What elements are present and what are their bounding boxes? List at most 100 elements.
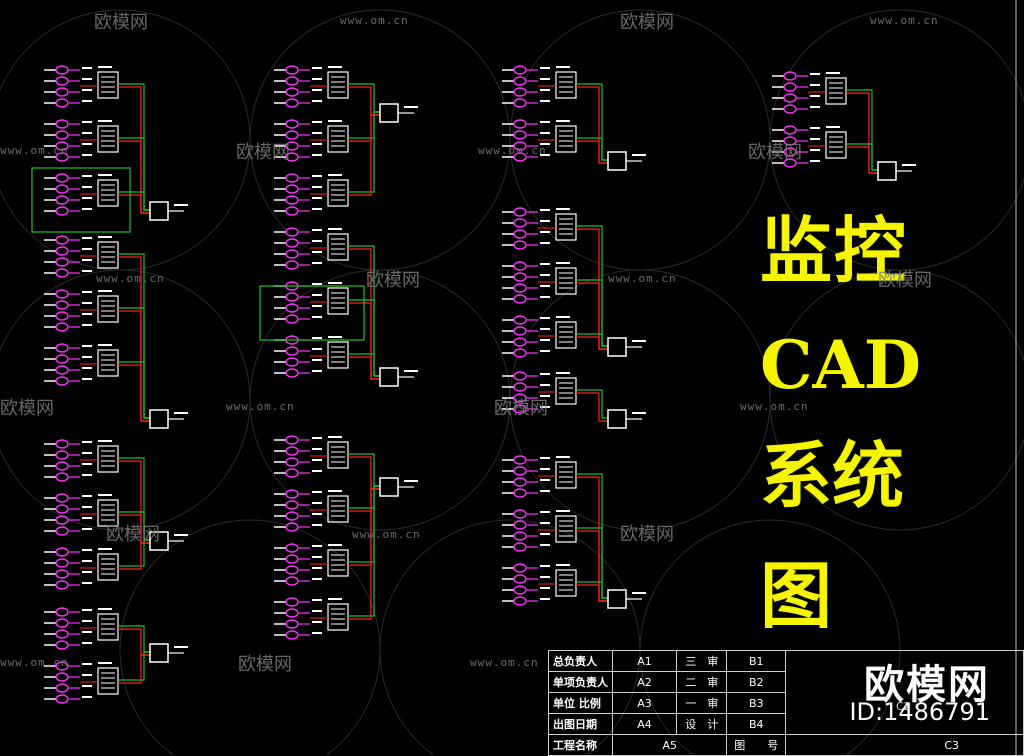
distribution-box: [555, 456, 577, 489]
camera-device: [274, 65, 322, 75]
camera-icon: [285, 152, 299, 162]
watermark-url: www.om.cn: [740, 400, 809, 413]
camera-label: [312, 197, 322, 199]
box-label: [328, 228, 342, 230]
camera-label: [540, 522, 550, 524]
camera-label: [312, 491, 322, 493]
camera-icon: [55, 195, 69, 205]
camera-device: [274, 468, 322, 478]
uplink-label: [404, 106, 418, 108]
distribution-box: [825, 126, 847, 159]
camera-icon: [513, 207, 527, 217]
camera-device: [772, 71, 820, 81]
watermark-brand: 欧模网: [238, 654, 292, 675]
monitoring-system-diagram: [44, 65, 916, 704]
camera-label: [540, 274, 550, 276]
camera-icon: [285, 435, 299, 445]
box-outline: [327, 341, 349, 369]
camera-label: [82, 620, 92, 622]
camera-label: [312, 599, 322, 601]
box-label: [556, 262, 570, 264]
camera-label: [540, 317, 550, 319]
camera-label: [540, 384, 550, 386]
box-outline: [97, 71, 119, 99]
camera-label: [312, 524, 322, 526]
watermark-url: www.om.cn: [0, 144, 69, 157]
camera-icon: [783, 125, 797, 135]
distribution-box: [327, 544, 349, 577]
camera-icon: [513, 466, 527, 476]
camera-label: [540, 78, 550, 80]
title-block-code2: B1: [726, 650, 787, 672]
camera-icon: [285, 206, 299, 216]
title-block-role: 一 审: [676, 692, 728, 714]
distribution-box: [555, 208, 577, 241]
camera-device: [44, 640, 92, 650]
box-outline: [97, 553, 119, 581]
camera-label: [540, 328, 550, 330]
watermark-url: www.om.cn: [470, 656, 539, 669]
camera-icon: [55, 547, 69, 557]
box-label: [98, 494, 112, 496]
drawing-extra-code: C2: [896, 700, 911, 713]
watermark-url: www.om.cn: [340, 14, 409, 27]
box-outline: [825, 77, 847, 105]
watermark-brand: 欧模网: [0, 398, 54, 419]
camera-device: [502, 141, 550, 151]
camera-device: [274, 368, 322, 378]
box-label: [328, 598, 342, 600]
distribution-box: [97, 66, 119, 99]
camera-label: [540, 533, 550, 535]
camera-label: [540, 296, 550, 298]
box-label: [328, 544, 342, 546]
box-label: [556, 456, 570, 458]
camera-device: [274, 303, 322, 313]
camera-icon: [55, 580, 69, 590]
camera-device: [274, 173, 322, 183]
camera-label: [82, 259, 92, 261]
camera-icon: [55, 569, 69, 579]
camera-icon: [285, 87, 299, 97]
camera-device: [44, 268, 92, 278]
watermark-brand: 欧模网: [878, 270, 932, 291]
camera-icon: [513, 393, 527, 403]
camera-device: [502, 371, 550, 381]
camera-label: [82, 121, 92, 123]
watermark-brand: 欧模网: [748, 142, 802, 163]
watermark-brand: 欧模网: [620, 12, 674, 33]
box-label: [556, 564, 570, 566]
camera-label: [312, 294, 322, 296]
box-outline: [327, 125, 349, 153]
camera-label: [312, 632, 322, 634]
camera-device: [502, 393, 550, 403]
distribution-box: [97, 344, 119, 377]
distribution-box: [327, 120, 349, 153]
camera-label: [82, 452, 92, 454]
camera-icon: [513, 509, 527, 519]
camera-device: [274, 435, 322, 445]
camera-icon: [55, 311, 69, 321]
camera-device: [502, 531, 550, 541]
camera-icon: [285, 576, 299, 586]
camera-icon: [513, 326, 527, 336]
camera-label: [312, 89, 322, 91]
camera-device: [502, 337, 550, 347]
switch-box: [607, 589, 627, 609]
camera-label: [82, 549, 92, 551]
camera-device: [502, 65, 550, 75]
camera-label: [82, 517, 92, 519]
camera-device: [274, 608, 322, 618]
box-outline: [327, 233, 349, 261]
distribution-box: [555, 372, 577, 405]
box-outline: [97, 125, 119, 153]
camera-label: [312, 175, 322, 177]
box-label: [826, 126, 840, 128]
distribution-box: [555, 66, 577, 99]
camera-device: [44, 694, 92, 704]
camera-device: [44, 515, 92, 525]
camera-device: [502, 488, 550, 498]
camera-label: [82, 175, 92, 177]
camera-device: [502, 574, 550, 584]
distribution-box: [327, 598, 349, 631]
watermark-brand: 欧模网: [494, 398, 548, 419]
